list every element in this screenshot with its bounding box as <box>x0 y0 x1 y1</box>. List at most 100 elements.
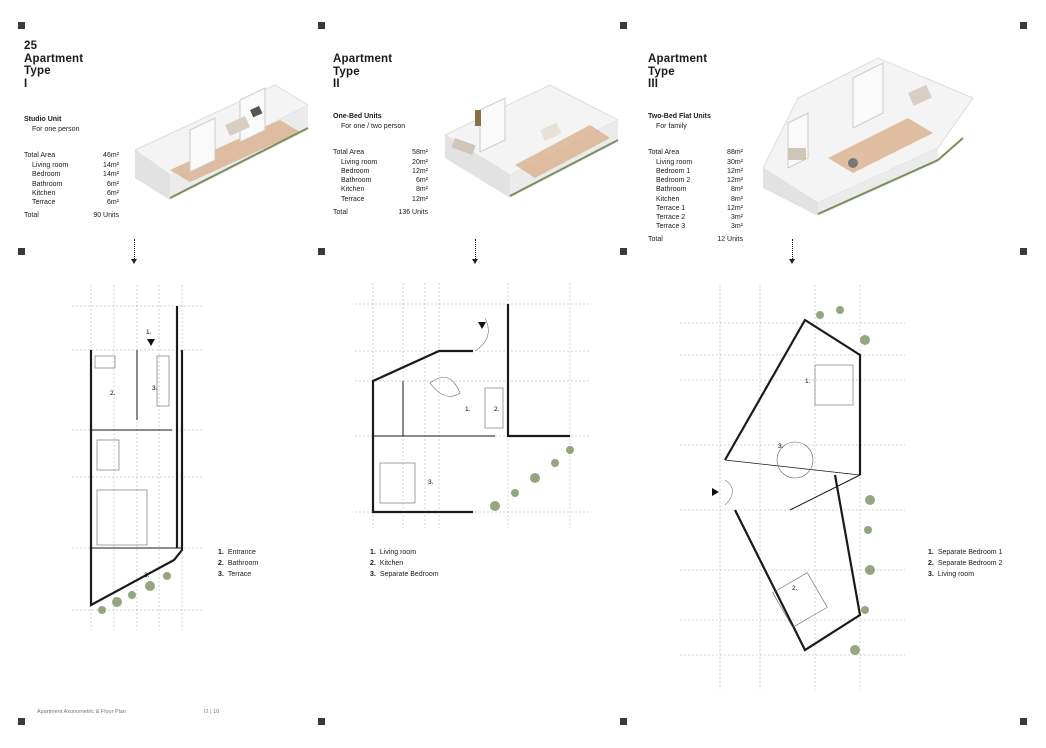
legend-item: 2.Separate Bedroom 2 <box>928 558 1002 569</box>
value: 88m² <box>727 148 743 156</box>
room-area: 12m² <box>727 167 743 175</box>
label: Total <box>24 212 39 220</box>
room-area: 30m² <box>727 158 743 166</box>
plan-legend-type-1: 1.Entrance 2.Bathroom 3.Terrace <box>218 547 258 580</box>
room-label: Terrace 3 <box>656 223 686 231</box>
room-label: Living room <box>32 162 69 170</box>
room-label: Terrace 1 <box>656 204 686 212</box>
registration-mark <box>18 248 25 255</box>
legend-label: Separate Bedroom 2 <box>937 560 1003 567</box>
room-area: 14m² <box>103 162 119 170</box>
unit-info-type-2: Apartment Type II One-Bed Units For one … <box>333 53 633 217</box>
unit-subtitle: For family <box>656 122 687 130</box>
room-label: Living room <box>341 158 378 166</box>
legend-number: 3. <box>370 571 376 578</box>
room-row: Terrace 6m² <box>24 198 119 207</box>
room-label: Kitchen <box>341 186 365 194</box>
room-label: Bedroom <box>341 167 370 175</box>
legend-number: 1. <box>218 549 224 556</box>
total-units-row: Total 90 Units <box>24 211 119 220</box>
registration-mark <box>318 248 325 255</box>
value: 12 Units <box>717 236 743 244</box>
legend-label: Living room <box>379 549 417 556</box>
plan-label: 1. <box>805 378 811 385</box>
room-label: Terrace 2 <box>656 213 686 221</box>
unit-info-type-1: 25 Apartment Type I Studio Unit For one … <box>24 40 324 220</box>
room-row: Living room 14m² <box>24 161 119 170</box>
label: Total <box>648 236 663 244</box>
legend-label: Separate Bedroom <box>379 571 439 578</box>
legend-number: 1. <box>370 549 376 556</box>
room-area: 6m² <box>106 180 119 188</box>
registration-mark <box>620 248 627 255</box>
value: 46m² <box>103 152 119 159</box>
unit-info-type-3: Apartment Type III Two-Bed Flat Units Fo… <box>648 53 948 245</box>
floor-plan-type-2: 1. 2. 3. <box>355 283 590 528</box>
legend-item: 3.Living room <box>928 569 1002 580</box>
registration-mark <box>18 22 25 29</box>
label: Total Area <box>333 148 365 156</box>
room-area: 20m² <box>412 158 428 166</box>
value: 136 Units <box>398 208 428 216</box>
legend-label: Entrance <box>227 549 256 556</box>
legend-number: 3. <box>218 571 224 578</box>
floor-plan-type-1: 1. 2. 3. 3. <box>72 285 202 630</box>
title-line: Apartment <box>333 53 393 65</box>
page-number: I2 | 10 <box>204 709 220 715</box>
legend-number: 2. <box>370 560 376 567</box>
legend-label: Terrace <box>227 571 252 578</box>
plan-label: 3. <box>428 479 434 486</box>
unit-name: Studio Unit <box>24 116 62 123</box>
registration-mark <box>318 718 325 725</box>
floor-plan-type-3: 1. 2. 3. <box>680 285 905 690</box>
title-line: 25 <box>24 40 38 52</box>
plan-legend-type-2: 1.Living room 2.Kitchen 3.Separate Bedro… <box>370 547 439 580</box>
axonometric-render-type-1 <box>134 84 310 200</box>
room-area: 12m² <box>412 167 428 175</box>
title-line: I <box>24 77 28 90</box>
room-label: Terrace <box>32 199 56 207</box>
legend-label: Bathroom <box>227 560 259 567</box>
room-row: Living room 20m² <box>333 158 428 167</box>
room-label: Bedroom <box>32 171 61 179</box>
room-area: 6m² <box>106 199 119 207</box>
unit-subtitle: For one person <box>32 126 80 133</box>
title-line: II <box>333 78 340 90</box>
plan-legend-type-3: 1.Separate Bedroom 1 2.Separate Bedroom … <box>928 547 1002 580</box>
legend-item: 1.Entrance <box>218 547 258 558</box>
room-area: 12m² <box>412 195 428 203</box>
value: 90 Units <box>93 212 119 220</box>
down-arrow-icon <box>131 239 137 264</box>
legend-number: 1. <box>928 549 934 556</box>
plan-label: 2. <box>792 585 798 592</box>
room-area: 8m² <box>730 195 743 203</box>
legend-label: Separate Bedroom 1 <box>937 549 1003 556</box>
unit-type-title: 25 Apartment Type I <box>24 40 324 90</box>
axonometric-render-type-3 <box>762 57 974 216</box>
down-arrow-icon <box>472 239 478 264</box>
legend-item: 2.Kitchen <box>370 558 439 569</box>
room-label: Bedroom 1 <box>656 167 691 175</box>
title-line: Apartment <box>24 52 84 65</box>
legend-label: Living room <box>937 571 975 578</box>
room-label: Bathroom <box>341 177 372 185</box>
unit-subtitle: For one / two person <box>341 122 406 130</box>
room-area: 6m² <box>415 177 428 185</box>
registration-mark <box>1020 718 1027 725</box>
plan-label: 1. <box>146 329 152 336</box>
unit-type-title: Apartment Type II <box>333 53 633 91</box>
legend-item: 3.Terrace <box>218 569 258 580</box>
plan-label: 3. <box>152 385 158 392</box>
title-line: Type <box>24 65 51 77</box>
room-area: 12m² <box>727 204 743 212</box>
room-label: Bedroom 2 <box>656 177 691 185</box>
footer-caption: Apartment Axonometric & Floor Plan <box>37 709 126 715</box>
